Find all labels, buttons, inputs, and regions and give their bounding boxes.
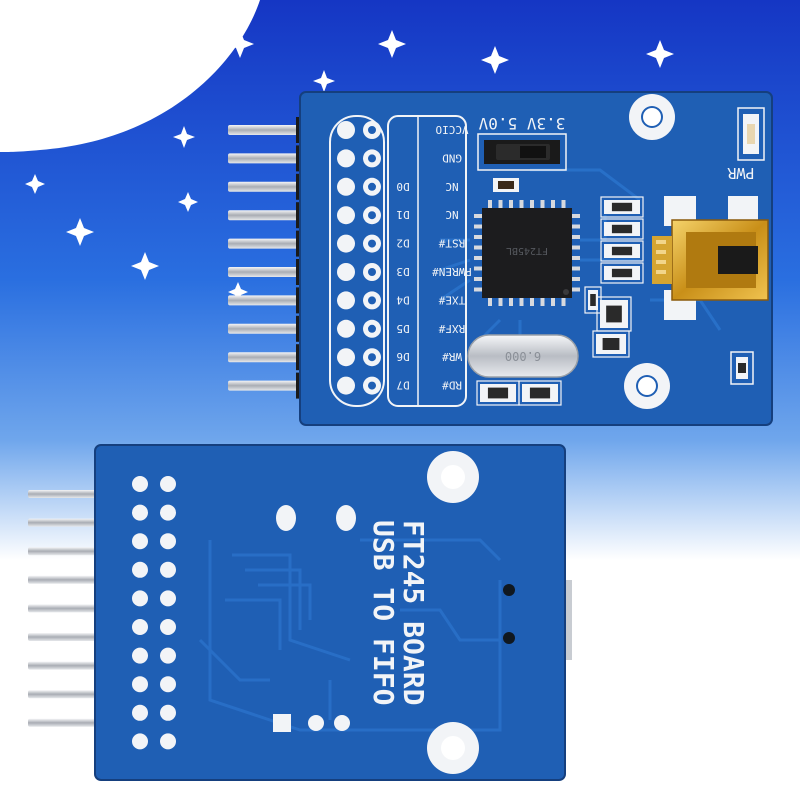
mini-usb-connector bbox=[652, 196, 769, 320]
header-pin-label: WR# bbox=[442, 350, 462, 363]
smd-passives bbox=[476, 196, 644, 406]
header-pad bbox=[337, 348, 381, 367]
smd-passive bbox=[600, 196, 644, 218]
data-pin-label: D3 bbox=[396, 265, 409, 278]
header-pad bbox=[132, 704, 176, 721]
smd-passive bbox=[592, 330, 630, 358]
smd-passive bbox=[600, 262, 644, 284]
mounting-hole bbox=[629, 94, 675, 140]
smd-passive bbox=[600, 218, 644, 240]
data-pin-label: D2 bbox=[396, 237, 409, 250]
ft245-chip: FT245BL bbox=[474, 200, 580, 306]
chip-marking: FT245BL bbox=[506, 245, 548, 256]
smd-component bbox=[730, 351, 754, 385]
header-pad bbox=[337, 234, 381, 253]
header-pin bbox=[28, 633, 108, 641]
smd-passive bbox=[596, 296, 632, 332]
header-pin-label: RXF# bbox=[438, 322, 465, 335]
background-white-arc bbox=[0, 0, 260, 152]
data-pin-label: D4 bbox=[396, 293, 410, 306]
header-silk-outline bbox=[329, 115, 385, 407]
bottom-board: FT245 BOARD USB TO FIFO bbox=[28, 444, 572, 781]
header-pin bbox=[28, 718, 108, 727]
pwr-label: PWR bbox=[726, 164, 754, 182]
board-name: FT245 BOARD bbox=[397, 520, 430, 705]
header-pin-label: PWREN# bbox=[432, 265, 472, 278]
mounting-hole bbox=[427, 451, 479, 503]
header-pad bbox=[132, 647, 176, 664]
bottom-header-pads bbox=[132, 476, 176, 750]
header-pin-label: NC bbox=[445, 208, 458, 221]
header-pad bbox=[337, 319, 381, 338]
bottom-traces bbox=[198, 538, 502, 732]
header-pin-label: GND bbox=[442, 151, 462, 164]
header-pad bbox=[337, 149, 381, 168]
header-pin bbox=[28, 518, 108, 527]
header-pad bbox=[132, 476, 176, 492]
data-pin-label: D1 bbox=[396, 208, 409, 221]
header-pad bbox=[337, 121, 381, 139]
header-pin bbox=[28, 575, 108, 584]
smd-component bbox=[493, 178, 519, 192]
board-subtitle: USB TO FIFO bbox=[367, 520, 400, 705]
usb-through-holes bbox=[276, 505, 515, 644]
header-pin-label: NC bbox=[445, 180, 458, 193]
header-pin bbox=[28, 690, 108, 699]
data-pin-label: D5 bbox=[396, 322, 409, 335]
header-pad bbox=[132, 533, 176, 550]
power-led bbox=[737, 107, 765, 161]
smd-passive bbox=[600, 240, 644, 262]
sparkle-stars bbox=[25, 30, 674, 302]
header-pad bbox=[337, 263, 381, 281]
label-silk-box bbox=[387, 115, 467, 407]
header-pin-label: TXE# bbox=[438, 293, 465, 306]
header-pad bbox=[132, 676, 176, 693]
bottom-pin-header bbox=[28, 490, 108, 727]
header-pin bbox=[28, 547, 108, 556]
header-pad bbox=[132, 504, 176, 521]
header-pin bbox=[28, 604, 108, 613]
header-pad bbox=[337, 376, 381, 395]
jumper-label: 3.3V 5.0V bbox=[478, 114, 565, 133]
header-pad bbox=[132, 619, 176, 635]
header-pads bbox=[337, 121, 381, 395]
header-pad bbox=[132, 561, 176, 578]
edge-shadow bbox=[566, 580, 572, 660]
crystal-oscillator: 6.000 bbox=[467, 334, 579, 378]
header-pin bbox=[28, 490, 108, 498]
bottom-pcb bbox=[95, 445, 565, 780]
mounting-hole bbox=[624, 363, 670, 409]
header-pin-label: RD# bbox=[442, 379, 462, 392]
header-pad bbox=[132, 733, 176, 750]
crystal-marking: 6.000 bbox=[505, 349, 541, 363]
smd-passive bbox=[518, 380, 562, 406]
header-pad bbox=[132, 590, 176, 607]
smd-passive bbox=[476, 380, 520, 406]
data-pin-label: D6 bbox=[396, 350, 409, 363]
header-pin-label: VCCIO bbox=[435, 123, 468, 136]
header-pad bbox=[337, 177, 381, 196]
top-board: VCCIO GND NC NC RST# PWREN# TXE# RXF# WR# RD# D0D1… bbox=[228, 91, 773, 426]
bottom-small-pads bbox=[273, 714, 350, 732]
header-pad bbox=[337, 206, 381, 225]
header-pad bbox=[337, 291, 381, 310]
header-pin-label: RST# bbox=[438, 237, 465, 250]
mounting-hole bbox=[427, 722, 479, 774]
voltage-jumper bbox=[477, 133, 567, 171]
smd-passive bbox=[584, 286, 602, 314]
data-pin-label: D7 bbox=[396, 379, 409, 392]
header-pin bbox=[28, 661, 108, 670]
data-pin-label: D0 bbox=[396, 180, 409, 193]
